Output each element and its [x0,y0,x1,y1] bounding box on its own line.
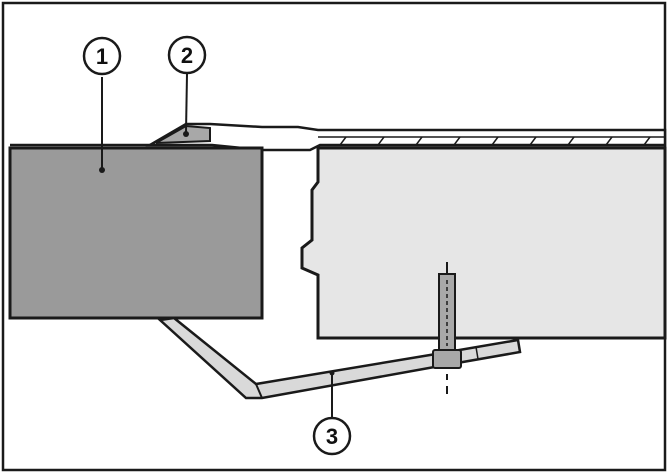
door-panel [300,146,667,340]
callout-1: 1 [82,36,122,76]
callout-2: 2 [167,35,207,75]
drive-unit [8,146,264,320]
mounting-bracket [155,124,211,144]
callout-3-label: 3 [326,424,338,449]
callout-2-leader [185,73,188,133]
callout-3: 3 [312,416,352,456]
callout-2-label: 2 [181,43,193,68]
door-bracket [432,262,462,394]
callout-1-label: 1 [96,44,108,69]
drive-unit-marker [99,167,105,173]
